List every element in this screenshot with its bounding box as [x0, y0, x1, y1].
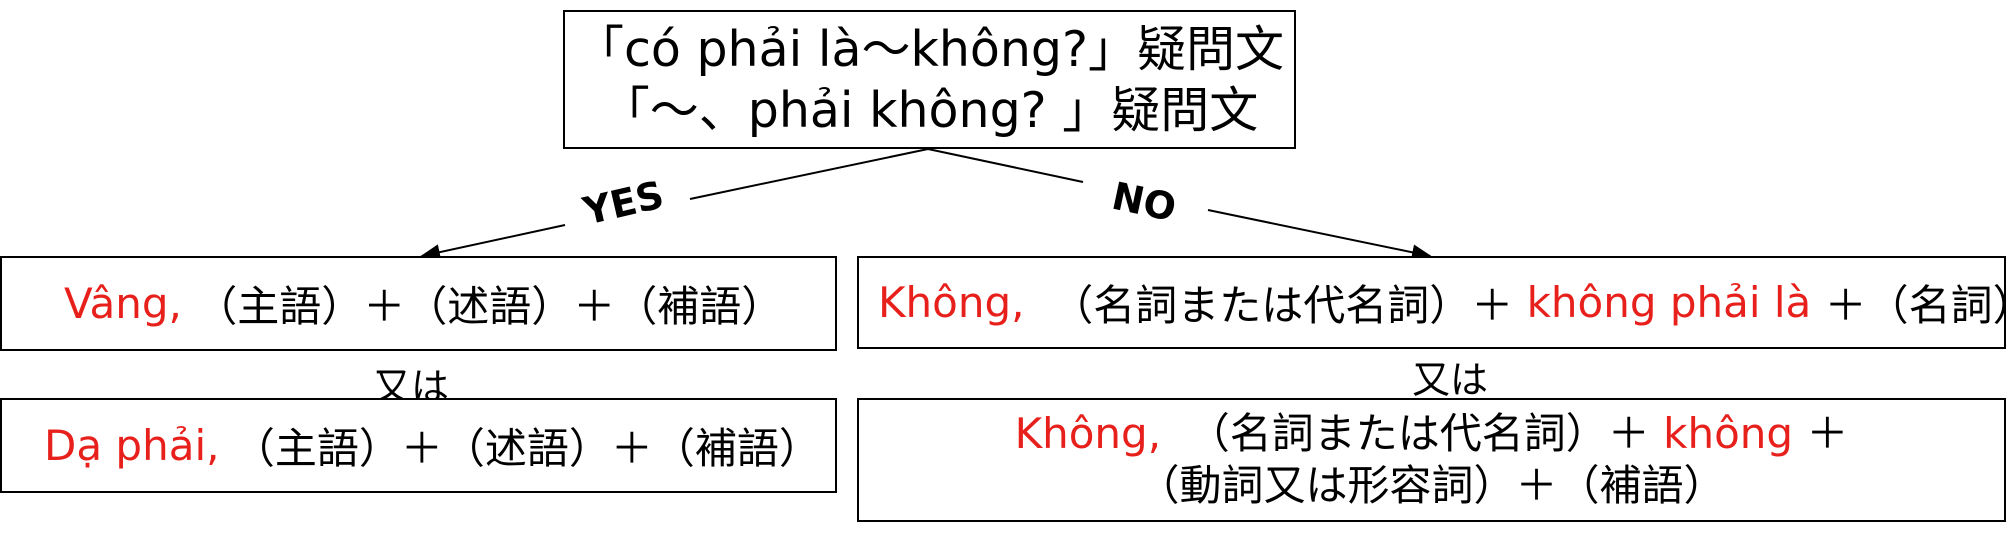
no-answer-2-keyword: không — [1663, 409, 1794, 458]
no-connector-lower — [1207, 209, 1432, 261]
no-answer-2-plus: ＋ — [1806, 409, 1849, 458]
no-answer-1-lead: Không, — [878, 278, 1025, 327]
no-answer-2-lead: Không, — [1014, 409, 1162, 458]
no-answer-1-keyword: không phải là — [1526, 278, 1812, 327]
question-line-2: 「～、phải không? 」疑問文 — [600, 81, 1259, 139]
yes-answer-2-lead: Dạ phải, — [44, 421, 220, 470]
yes-answer-1-pattern: （主語）＋（述語）＋（補語） — [195, 282, 784, 331]
no-answer-box-1: Không, （名詞または代名詞）＋ không phải là ＋（名詞） — [857, 256, 2009, 349]
yes-answer-1-lead: Vâng, — [64, 279, 182, 328]
yes-connector-upper — [689, 148, 929, 200]
yes-answer-box-1: Vâng, （主語）＋（述語）＋（補語） — [0, 256, 837, 351]
no-answer-2-middle: （名詞または代名詞）＋ — [1187, 409, 1650, 458]
no-answer-1-rest: ＋（名詞） — [1824, 281, 2009, 330]
yes-answer-box-2: Dạ phải, （主語）＋（述語）＋（補語） — [0, 398, 837, 493]
yes-connector-lower — [420, 224, 566, 261]
no-or-label: 又は — [1412, 358, 1489, 402]
question-box: 「có phải là～không?」疑問文 「～、phải không? 」疑… — [563, 10, 1296, 149]
yes-answer-2-pattern: （主語）＋（述語）＋（補語） — [232, 424, 821, 473]
no-answer-box-2: Không, （名詞または代名詞）＋ không ＋ （動詞又は形容詞）＋（補語… — [857, 398, 2006, 522]
no-answer-1-middle: （名詞または代名詞）＋ — [1051, 281, 1514, 330]
question-line-1: 「có phải là～không?」疑問文 — [574, 20, 1285, 78]
no-answer-2-line-1: Không, （名詞または代名詞）＋ không ＋ — [1015, 408, 1849, 460]
no-answer-2-line-2: （動詞又は形容詞）＋（補語） — [1137, 461, 1726, 510]
no-connector-upper — [927, 148, 1084, 183]
